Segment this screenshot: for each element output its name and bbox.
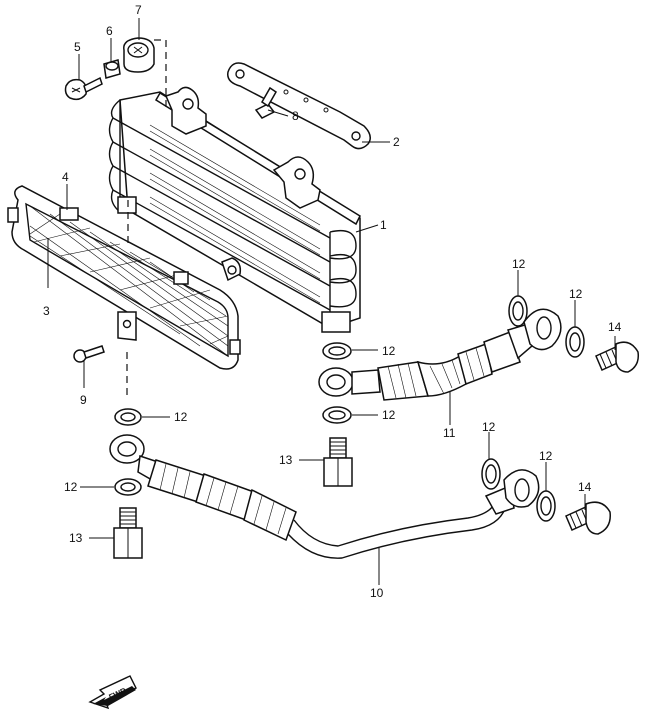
bolt-5[interactable] — [64, 76, 103, 101]
oil-cooler[interactable] — [108, 86, 361, 333]
mesh-guard[interactable] — [7, 185, 241, 370]
callout-14b: 14 — [578, 480, 592, 494]
gasket[interactable] — [322, 342, 352, 360]
callout-12b: 12 — [569, 287, 583, 301]
callout-11: 11 — [443, 426, 456, 440]
bracket[interactable] — [227, 62, 371, 150]
gasket[interactable] — [481, 458, 501, 490]
leader-lines — [47, 18, 616, 585]
callout-2: 2 — [393, 135, 400, 149]
gasket[interactable] — [322, 406, 352, 424]
callout-6: 6 — [106, 24, 113, 38]
callout-1: 1 — [380, 218, 387, 232]
oil-hose-lower[interactable] — [109, 434, 540, 559]
callout-12h: 12 — [64, 480, 78, 494]
callout-12d: 12 — [382, 408, 396, 422]
callout-9: 9 — [80, 393, 87, 407]
banjo-bolt[interactable] — [595, 341, 640, 373]
cushion[interactable] — [123, 37, 155, 73]
callout-4: 4 — [62, 170, 69, 184]
callout-10: 10 — [370, 586, 384, 600]
collar[interactable] — [103, 59, 121, 79]
callout-3: 3 — [43, 304, 50, 318]
banjo-bolt[interactable] — [565, 501, 611, 535]
callout-12a: 12 — [512, 257, 526, 271]
fwd-arrow-icon: FWD — [88, 675, 137, 710]
gasket[interactable] — [565, 326, 585, 358]
callout-14a: 14 — [608, 320, 622, 334]
gasket[interactable] — [508, 295, 528, 327]
callout-labels: 1 2 3 4 5 6 7 8 9 10 11 12 12 12 12 12 1… — [43, 3, 622, 600]
callout-13b: 13 — [69, 531, 83, 545]
gasket[interactable] — [114, 408, 142, 426]
bolt-8[interactable] — [254, 86, 277, 119]
oil-hose-upper[interactable] — [318, 308, 562, 401]
callout-12e: 12 — [174, 410, 188, 424]
gasket[interactable] — [114, 478, 142, 496]
screw-9[interactable] — [73, 345, 105, 363]
callout-12c: 12 — [382, 344, 396, 358]
callout-7: 7 — [135, 3, 142, 17]
union-bolt[interactable] — [113, 507, 143, 559]
union-bolt[interactable] — [323, 437, 353, 487]
callout-12g: 12 — [539, 449, 553, 463]
gasket[interactable] — [536, 490, 556, 522]
callout-13a: 13 — [279, 453, 293, 467]
callout-12f: 12 — [482, 420, 496, 434]
callout-5: 5 — [74, 40, 81, 54]
callout-8: 8 — [292, 109, 299, 123]
